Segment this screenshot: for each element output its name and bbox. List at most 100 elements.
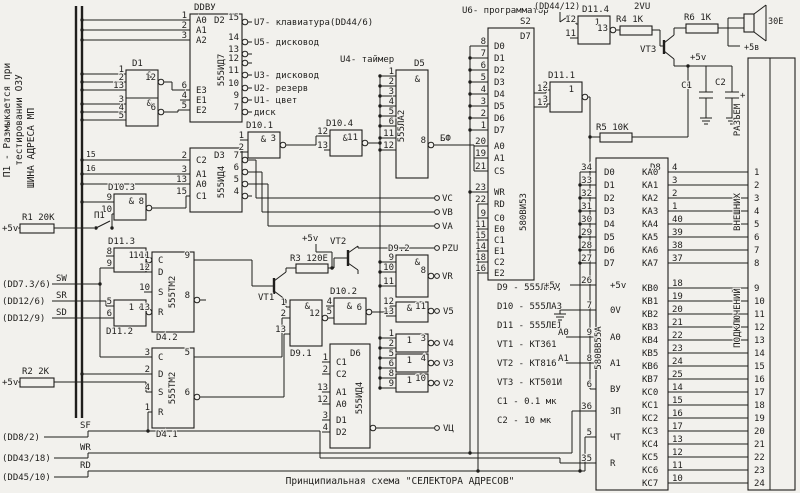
- label: D0: [494, 42, 505, 52]
- inversion-bubble: [145, 308, 153, 316]
- label: D1: [494, 54, 505, 64]
- label: KA2: [642, 194, 658, 204]
- label: 13: [672, 435, 683, 445]
- label: 13: [275, 325, 286, 335]
- label: 6: [151, 103, 156, 113]
- label: 0V: [610, 306, 621, 316]
- label: KC0: [642, 388, 658, 398]
- inversion-bubble: [427, 379, 435, 387]
- label: 1: [407, 356, 412, 366]
- label: KB5: [642, 349, 658, 359]
- label: +5v: [302, 234, 318, 244]
- label: S: [158, 388, 163, 398]
- label: U2- резерв: [254, 84, 308, 94]
- label: U6- программатор: [462, 6, 549, 16]
- connector: [747, 57, 796, 491]
- inversion-bubble: [241, 108, 249, 116]
- label: 2: [543, 81, 548, 91]
- label: D1: [132, 59, 143, 69]
- label: 9: [234, 91, 239, 101]
- label: S: [158, 288, 163, 298]
- label: U5- дисковод: [254, 38, 319, 48]
- label: KA6: [642, 246, 658, 256]
- junction-dot: [110, 226, 114, 230]
- label-vertical: ШИНА АДРЕСА МП: [26, 108, 37, 188]
- label: 1: [389, 329, 394, 339]
- label: ЗП: [610, 407, 621, 417]
- label: 40: [672, 215, 683, 225]
- label: 25: [672, 370, 683, 380]
- label: 4: [481, 85, 486, 95]
- label: A2: [196, 36, 207, 46]
- label: R2 2K: [22, 367, 50, 377]
- label: D5: [414, 59, 425, 69]
- label: 35: [581, 454, 592, 464]
- label: KB1: [642, 297, 658, 307]
- label: 1: [323, 353, 328, 363]
- label: R5 10K: [596, 123, 629, 133]
- label: 2: [389, 339, 394, 349]
- label-vertical: 580ВИ53: [519, 193, 529, 231]
- label: 11: [228, 66, 239, 76]
- label: 34: [581, 163, 592, 173]
- label: KA1: [642, 181, 658, 191]
- label: +5v: [544, 281, 560, 291]
- label: 3: [389, 87, 394, 97]
- label: +5v: [690, 53, 706, 63]
- junction-dot: [378, 94, 382, 98]
- junction-dot: [378, 124, 382, 128]
- terminal-icon: [434, 360, 440, 366]
- label: KB7: [642, 375, 658, 385]
- label: KC3: [642, 427, 658, 437]
- junction-dot: [94, 226, 98, 230]
- label: 19: [672, 292, 683, 302]
- label: 1: [389, 67, 394, 77]
- label: D3: [214, 151, 225, 161]
- label: 33: [581, 176, 592, 186]
- label: 1: [281, 298, 286, 308]
- junction-dot: [378, 114, 382, 118]
- label: C2: [196, 156, 207, 166]
- chip-d5: [395, 69, 429, 179]
- label: &: [343, 134, 349, 144]
- junction-dot: [80, 158, 84, 162]
- label: 6: [185, 388, 190, 398]
- label: 7: [234, 151, 239, 161]
- label: 8: [389, 369, 394, 379]
- label: A1: [558, 354, 569, 364]
- label: U1- цвет: [254, 96, 297, 106]
- label: 2: [145, 365, 150, 375]
- label: 2: [323, 365, 328, 375]
- label: VT2: [330, 237, 346, 247]
- label-vertical: тестировании ОЗУ: [14, 74, 25, 166]
- label: 20: [475, 137, 486, 147]
- label: 2: [672, 189, 677, 199]
- label: 4: [234, 187, 239, 197]
- label: &: [347, 302, 353, 312]
- label: D11.2: [106, 327, 133, 337]
- inversion-bubble: [365, 308, 373, 316]
- label: 31: [581, 202, 592, 212]
- junction-dot: [468, 68, 472, 72]
- label: 3: [481, 97, 486, 107]
- gate-d9-2: [395, 254, 429, 298]
- label: D10 - 555ЛА3: [497, 302, 562, 312]
- label: 3: [421, 334, 426, 344]
- speaker-icon: [743, 13, 755, 33]
- label: 3: [182, 165, 187, 175]
- label: 12: [309, 309, 320, 319]
- label: 4: [119, 103, 124, 113]
- inversion-bubble: [241, 96, 249, 104]
- label: 27: [581, 254, 592, 264]
- label: VT1 - KT361: [497, 340, 557, 350]
- junction-dot: [378, 260, 382, 264]
- label: 21: [475, 162, 486, 172]
- label: 6: [234, 163, 239, 173]
- label: 26: [581, 276, 592, 286]
- label: E3: [196, 86, 207, 96]
- label: 1: [129, 303, 134, 313]
- inversion-bubble: [321, 314, 329, 322]
- label: диск: [254, 108, 276, 118]
- label: (DD45/10): [2, 473, 51, 483]
- label: 10: [228, 79, 239, 89]
